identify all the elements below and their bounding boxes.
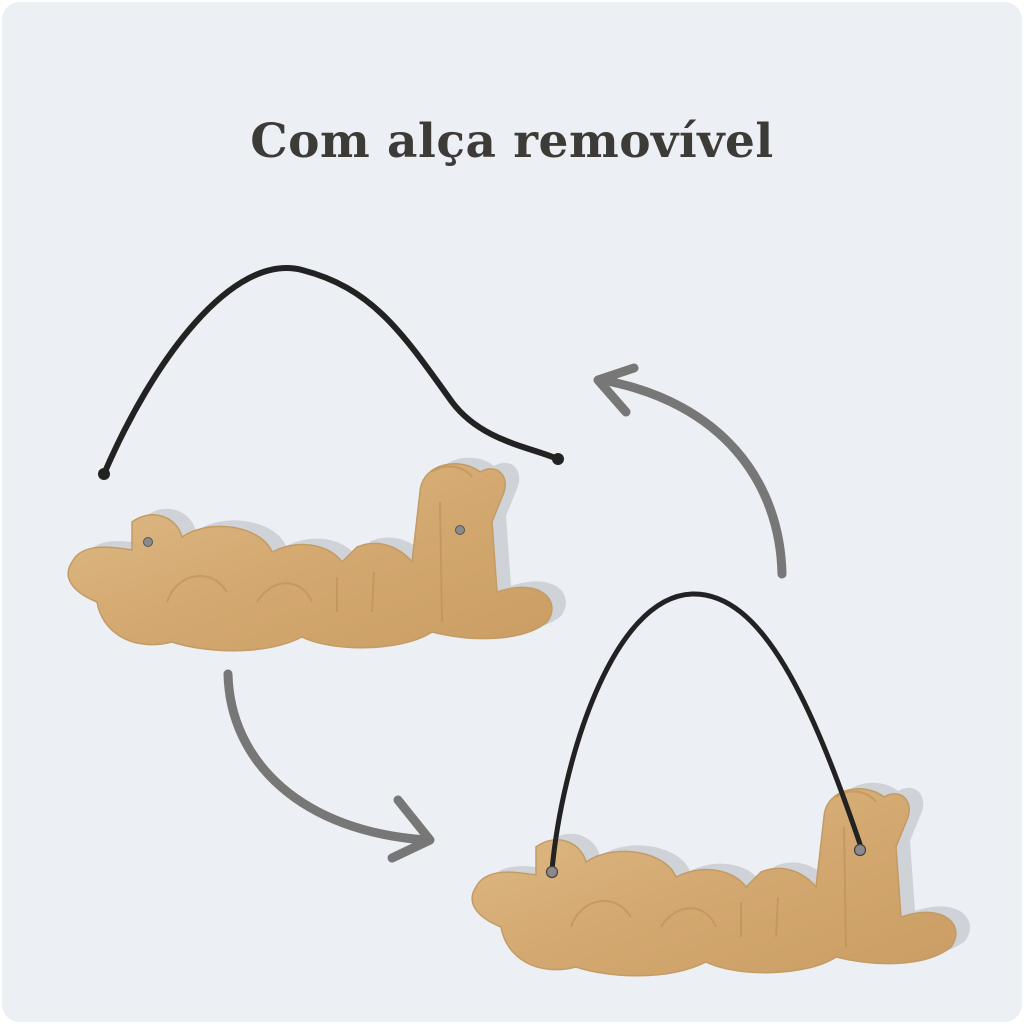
strap-end-right [552,453,564,465]
detached-strap [101,265,563,477]
screw-left [143,537,153,547]
strap-end-left [98,468,110,480]
plaque-strap-attached [471,591,970,977]
page-title: Com alça removível [250,114,774,169]
wooden-name-plaque-bottom [471,788,957,977]
curved-arrow-icon [223,669,435,863]
plaque-strap-detached [67,265,566,652]
screw-left [545,865,559,879]
screw-right [455,525,465,535]
screw-right [853,843,867,857]
curved-arrow-icon [593,363,787,579]
wooden-name-plaque-top [67,463,553,652]
attached-strap [549,591,865,873]
